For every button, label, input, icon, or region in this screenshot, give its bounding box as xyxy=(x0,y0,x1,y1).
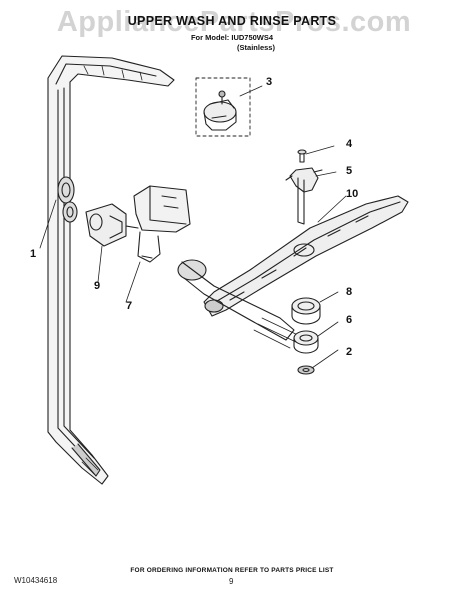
mounting-clip-part xyxy=(133,185,191,263)
model-variant: (Stainless) xyxy=(237,43,275,52)
valve-part xyxy=(85,203,139,247)
washer-part xyxy=(297,365,315,375)
callout-2: 2 xyxy=(346,346,353,358)
ring-part xyxy=(291,297,321,325)
ordering-note: FOR ORDERING INFORMATION REFER TO PARTS … xyxy=(130,567,334,574)
manifold-tube-part xyxy=(47,55,175,485)
watermark: AppliancePartsPros.com xyxy=(56,6,412,38)
nut-part xyxy=(293,330,319,354)
callout-3: 3 xyxy=(266,76,273,88)
callout-1: 1 xyxy=(30,248,37,260)
callout-6: 6 xyxy=(346,314,353,326)
callout-9: 9 xyxy=(94,280,101,292)
callout-4: 4 xyxy=(346,138,353,150)
hub-part xyxy=(195,77,251,137)
page-title: UPPER WASH AND RINSE PARTS xyxy=(127,14,337,28)
screw-part xyxy=(297,149,307,163)
feed-tube-part xyxy=(177,259,301,349)
callout-5: 5 xyxy=(346,165,353,177)
callout-leader-lines xyxy=(39,85,347,369)
bracket-part xyxy=(285,167,323,225)
callout-8: 8 xyxy=(346,286,353,298)
spray-arm-part xyxy=(203,195,409,317)
callout-10: 10 xyxy=(346,188,359,200)
page-number: 9 xyxy=(229,577,234,586)
model-line: For Model: IUD750WS4 xyxy=(190,33,274,42)
document-number: W10434618 xyxy=(14,576,58,585)
callout-7: 7 xyxy=(126,300,133,312)
